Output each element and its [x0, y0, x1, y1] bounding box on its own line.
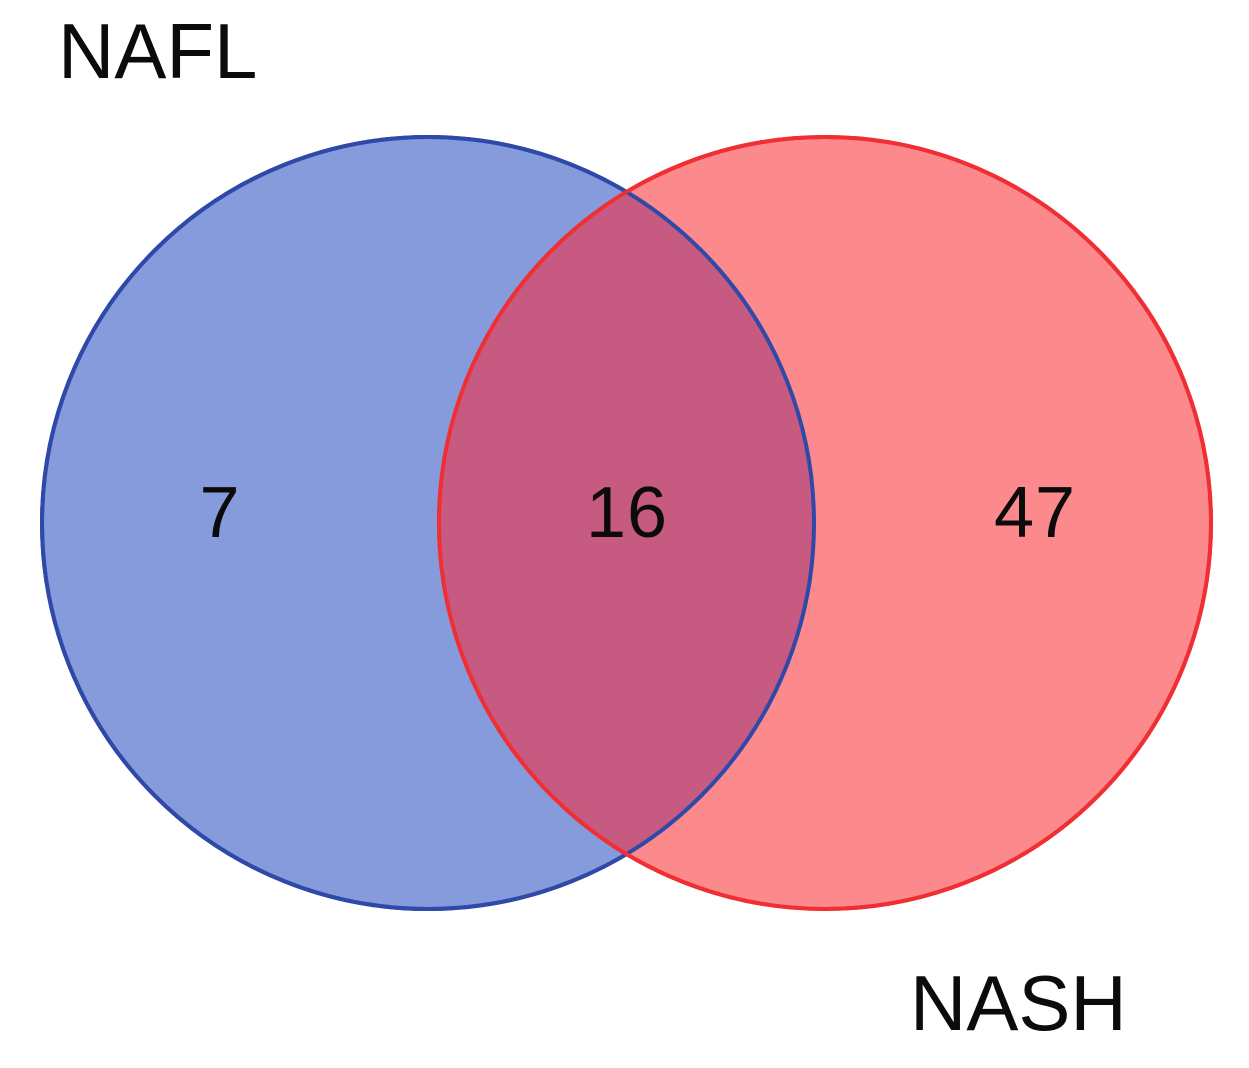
left-circle-outline [40, 135, 816, 911]
right-circle-outline [437, 135, 1213, 911]
set-label-nafl: NAFL [58, 7, 257, 95]
count-intersection: 16 [586, 473, 668, 553]
set-label-nash: NASH [910, 959, 1127, 1047]
venn-intersection-group [439, 137, 1211, 909]
count-nafl-only: 7 [199, 473, 240, 553]
count-nash-only: 47 [994, 473, 1076, 553]
venn-intersection-region[interactable] [439, 137, 1211, 909]
